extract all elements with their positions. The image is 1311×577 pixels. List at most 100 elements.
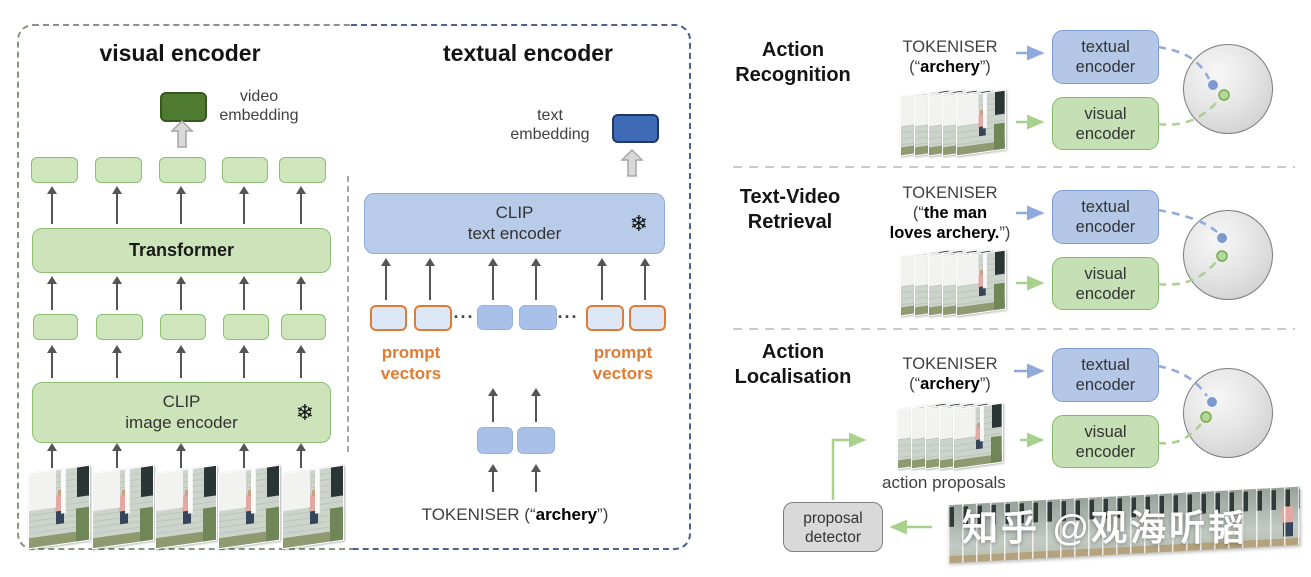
panel-divider bbox=[347, 176, 349, 452]
watermark: 知乎 @观海听韬 bbox=[962, 507, 1248, 548]
arrow-up-icon bbox=[531, 388, 541, 422]
prompt-vector-token bbox=[586, 305, 624, 331]
detector-to-proposals-arrow bbox=[831, 432, 867, 500]
arrow-up-icon bbox=[531, 258, 541, 300]
proposal-detector-box: proposal detector bbox=[783, 502, 883, 552]
video-frame bbox=[956, 249, 1006, 317]
arrow-up-icon bbox=[425, 258, 435, 300]
block-arrow-up-icon bbox=[170, 119, 194, 154]
tokeniser-label: TOKENISER (“archery”) bbox=[385, 505, 645, 525]
text-token bbox=[519, 305, 557, 330]
textual-encoder-box: textual encoder bbox=[1052, 190, 1159, 244]
video-frame-stack bbox=[900, 249, 1006, 317]
visual-token bbox=[95, 157, 142, 183]
task-label-action-recognition: Action Recognition bbox=[735, 39, 851, 86]
text-embedding-label: text embedding bbox=[510, 107, 590, 143]
textual-encoder-panel-border bbox=[351, 24, 691, 550]
tokeniser-row2: TOKENISER (“the man loves archery.”) bbox=[889, 184, 1011, 242]
video-embedding-label: video embedding bbox=[219, 88, 299, 124]
arrow-up-icon bbox=[47, 186, 57, 224]
arrow-up-icon bbox=[239, 443, 249, 468]
arrow-up-icon bbox=[176, 276, 186, 310]
arrow-up-icon bbox=[112, 186, 122, 224]
visual-token bbox=[31, 157, 78, 183]
arrow-up-icon bbox=[176, 443, 186, 468]
arrow-up-icon bbox=[381, 258, 391, 300]
arrow-up-icon bbox=[112, 276, 122, 310]
arrow-up-icon bbox=[488, 258, 498, 300]
arrow-up-icon bbox=[47, 443, 57, 468]
video-embedding-block bbox=[160, 92, 207, 122]
textual-encoder-title: textual encoder bbox=[443, 40, 613, 66]
ellipsis-dots: ··· bbox=[453, 307, 475, 327]
tokeniser-prefix: TOKENISER (“ bbox=[421, 505, 536, 524]
arrow-up-icon bbox=[488, 388, 498, 422]
arrow-up-icon bbox=[47, 276, 57, 310]
text-token bbox=[517, 427, 555, 454]
arrow-up-icon bbox=[296, 186, 306, 224]
video-frame bbox=[956, 89, 1006, 157]
prompt-vector-token bbox=[629, 305, 666, 331]
embedding-space-sphere bbox=[1183, 44, 1273, 134]
video-frame-stack bbox=[900, 89, 1006, 157]
text-token bbox=[477, 427, 513, 454]
tokeniser-row3: TOKENISER (“archery”) bbox=[902, 355, 998, 393]
arrow-up-icon bbox=[640, 258, 650, 300]
visual-token bbox=[281, 314, 326, 340]
frozen-snowflake-icon: ❄ bbox=[295, 399, 314, 425]
video-frame bbox=[92, 464, 154, 550]
textual-encoder-box: textual encoder bbox=[1052, 30, 1159, 84]
clip-image-encoder-block: CLIP image encoder ❄ bbox=[32, 382, 331, 443]
arrow-up-icon bbox=[239, 186, 249, 224]
arrow-up-icon bbox=[296, 443, 306, 468]
tokeniser-word: archery bbox=[535, 505, 598, 524]
arrow-up-icon bbox=[296, 345, 306, 378]
visual-token bbox=[223, 314, 269, 340]
video-frame bbox=[155, 464, 217, 550]
visual-token bbox=[96, 314, 143, 340]
clip-image-encoder-line2: image encoder bbox=[125, 413, 238, 432]
embedding-space-sphere bbox=[1183, 210, 1273, 300]
visual-token bbox=[222, 157, 268, 183]
clip-text-encoder-line1: CLIP bbox=[495, 203, 534, 222]
arrow-up-icon bbox=[531, 464, 541, 492]
video-frame-stack-action-proposals bbox=[897, 402, 1003, 470]
block-arrow-up-icon bbox=[620, 148, 644, 183]
visual-token bbox=[33, 314, 78, 340]
video-frame bbox=[282, 464, 344, 550]
text-token bbox=[477, 305, 513, 330]
tokeniser-suffix: ”) bbox=[597, 505, 609, 524]
video-frame bbox=[28, 464, 90, 550]
clip-text-encoder-line2: text encoder bbox=[467, 224, 562, 243]
clip-image-encoder-line1: CLIP bbox=[162, 392, 201, 411]
arrow-up-icon bbox=[296, 276, 306, 310]
visual-encoder-box: visual encoder bbox=[1052, 415, 1159, 468]
visual-encoder-title: visual encoder bbox=[99, 40, 261, 66]
ellipsis-dots: ··· bbox=[557, 307, 579, 327]
textual-encoder-box: textual encoder bbox=[1052, 348, 1159, 402]
visual-token bbox=[159, 157, 206, 183]
visual-encoder-box: visual encoder bbox=[1052, 257, 1159, 310]
action-proposals-label: action proposals bbox=[882, 473, 1006, 492]
arrow-up-icon bbox=[488, 464, 498, 492]
prompt-vector-token bbox=[370, 305, 407, 331]
frozen-snowflake-icon: ❄ bbox=[629, 210, 648, 236]
prompt-vectors-label-left: prompt vectors bbox=[380, 343, 442, 383]
task-label-action-localisation: Action Localisation bbox=[734, 341, 852, 388]
tokeniser-row1: TOKENISER (“archery”) bbox=[902, 38, 998, 76]
prompt-vector-token bbox=[414, 305, 452, 331]
arrow-up-icon bbox=[176, 345, 186, 378]
arrow-up-icon bbox=[597, 258, 607, 300]
prompt-vectors-label-right: prompt vectors bbox=[592, 343, 654, 383]
embedding-space-sphere bbox=[1183, 368, 1273, 458]
visual-token bbox=[160, 314, 206, 340]
transformer-block: Transformer bbox=[32, 228, 331, 273]
text-embedding-block bbox=[612, 114, 659, 143]
arrow-up-icon bbox=[47, 345, 57, 378]
arrow-up-icon bbox=[239, 345, 249, 378]
arrow-up-icon bbox=[112, 443, 122, 468]
visual-token bbox=[279, 157, 326, 183]
visual-encoder-panel-border bbox=[17, 24, 353, 550]
video-frame bbox=[953, 402, 1003, 470]
